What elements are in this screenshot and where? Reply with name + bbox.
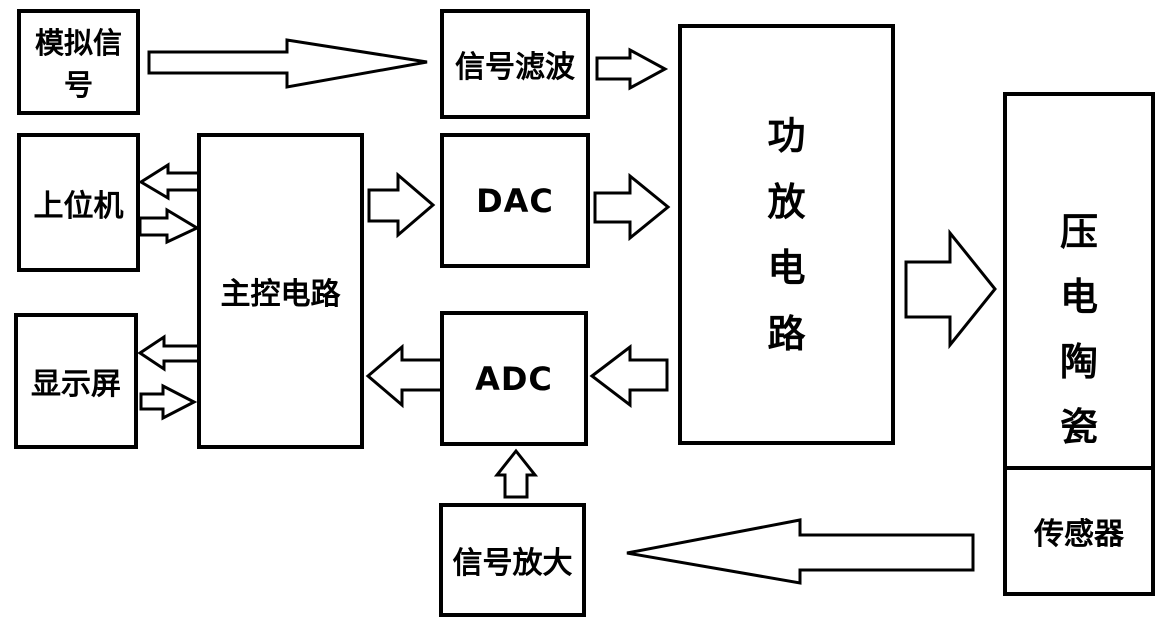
node-sensor-label: 传感器 — [1034, 517, 1124, 552]
arrow-dac-to-power-amp — [593, 172, 671, 242]
node-power-amp-label: 功放电路 — [767, 113, 806, 356]
arrow-power-amp-to-adc — [589, 343, 669, 409]
node-sensor: 传感器 — [1003, 466, 1155, 596]
node-signal-amplify: 信号放大 — [439, 503, 586, 617]
arrow-adc-to-main-control — [365, 343, 444, 409]
node-host-computer: 上位机 — [17, 133, 140, 272]
arrow-power-amp-to-piezo-ceramic — [904, 228, 997, 350]
arrow-signal-filter-to-power-amp — [595, 47, 669, 91]
node-host-computer-label: 上位机 — [33, 188, 124, 224]
node-signal-amplify-label: 信号放大 — [452, 546, 573, 581]
arrow-analog-signal-to-signal-filter — [147, 38, 428, 89]
node-display-screen-label: 显示屏 — [31, 367, 121, 402]
arrow-signal-amplify-to-adc — [493, 448, 539, 499]
arrow-main-control-to-host-computer — [138, 162, 201, 201]
node-dac-label: DAC — [476, 181, 554, 220]
node-piezo-ceramic-label: 压电陶瓷 — [1059, 210, 1098, 449]
node-analog-signal-label: 模拟信号 — [34, 26, 122, 102]
node-display-screen: 显示屏 — [14, 313, 138, 449]
node-adc: ADC — [440, 311, 588, 446]
node-main-control: 主控电路 — [197, 133, 364, 449]
arrow-display-screen-to-main-control — [139, 383, 198, 421]
node-signal-filter-label: 信号滤波 — [455, 50, 575, 85]
node-adc-label: ADC — [475, 359, 553, 398]
node-power-amp: 功放电路 — [678, 24, 895, 445]
arrow-main-control-to-dac — [367, 171, 436, 239]
arrow-main-control-to-display-screen — [137, 334, 201, 372]
node-dac: DAC — [440, 133, 590, 268]
node-main-control-label: 主控电路 — [220, 277, 341, 312]
node-piezo-ceramic: 压电陶瓷 — [1003, 92, 1155, 470]
node-signal-filter: 信号滤波 — [440, 9, 590, 119]
arrow-host-computer-to-main-control — [138, 207, 201, 245]
arrow-sensor-to-signal-amplify — [626, 518, 975, 585]
node-analog-signal: 模拟信号 — [17, 9, 140, 115]
